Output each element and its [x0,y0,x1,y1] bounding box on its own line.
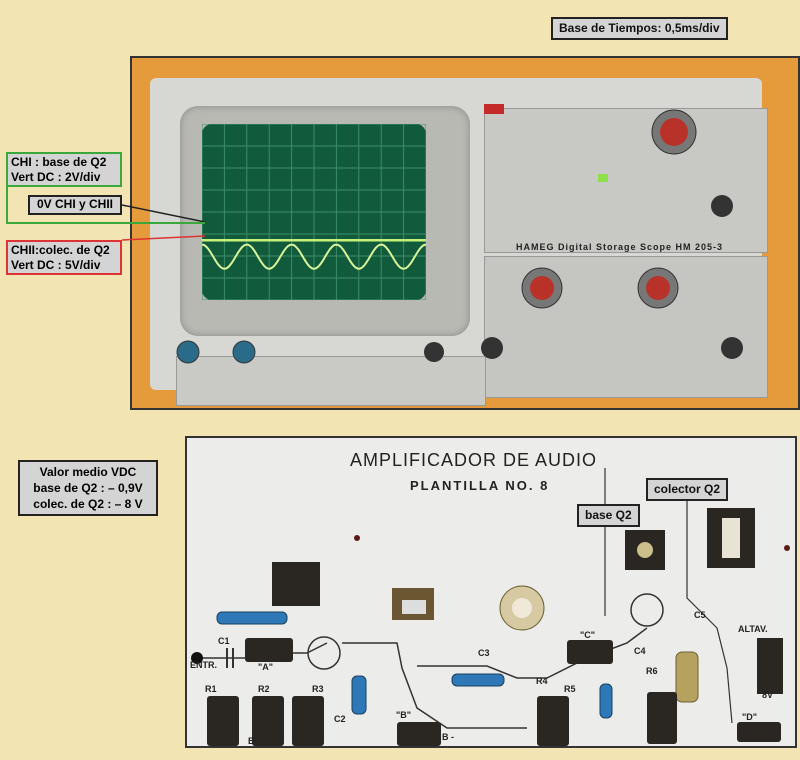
valor-medio-colector: colec. de Q2 : – 8 V [33,497,143,511]
label-ch2-line2: Vert DC : 5V/div [11,258,101,272]
part-8v: 8V [762,690,774,700]
part-r3: R3 [312,684,324,694]
part-c5: C5 [694,610,706,620]
circuit-schematic [191,468,790,729]
scope-knobs [176,104,743,364]
pad-r5 [537,696,569,746]
part-pad-a: "A" [258,662,274,672]
label-ch2: CHII:colec. de Q2 Vert DC : 5V/div [6,240,122,275]
part-entr: ENTR. [190,660,217,670]
label-ch1-line1: CHI : base de Q2 [11,155,107,169]
pad-c [567,640,613,664]
crt-screen [202,124,426,300]
part-pad-d: "D" [742,712,758,722]
part-b-minus-2: B - [442,732,454,742]
scope-brand: HAMEG Digital Storage Scope HM 205-3 [516,242,724,252]
oscilloscope-photo: HAMEG Digital Storage Scope HM 205-3 [130,56,800,410]
callout-base-q2: base Q2 [577,504,640,527]
part-c1: C1 [218,636,230,646]
part-c2: C2 [334,714,346,724]
part-pad-b: "B" [396,710,412,720]
part-c4: C4 [634,646,646,656]
graticule [202,124,426,300]
label-valor-medio: Valor medio VDC base de Q2 : – 0,9V cole… [18,460,158,516]
part-b-minus-1: B - [248,736,260,746]
board-title: AMPLIFICADOR DE AUDIO [350,450,598,470]
part-pad-c: "C" [580,630,596,640]
part-r5: R5 [564,684,576,694]
callout-colector-q2: colector Q2 [646,478,729,501]
pad-r1 [207,696,239,746]
valor-medio-base: base de Q2 : – 0,9V [33,481,143,495]
control-panel-bottom [484,256,768,398]
callout-line-ch1-h [6,222,136,224]
pad-a [245,638,293,662]
label-zero: 0V CHI y CHII [28,195,122,215]
valor-medio-title: Valor medio VDC [39,465,137,479]
pad-r3 [292,696,324,746]
label-ch2-line1: CHII:colec. de Q2 [11,243,110,257]
part-r6: R6 [646,666,658,676]
pad-r2 [252,696,284,746]
label-ch1-line2: Vert DC : 2V/div [11,170,101,184]
part-altav: ALTAV. [738,624,768,634]
callout-line-ch1 [6,187,8,223]
part-r1: R1 [205,684,217,694]
trace-ch2 [202,243,426,270]
control-panel-top [484,108,768,253]
timebase-label: Base de Tiempos: 0,5ms/div [551,17,728,40]
board-subtitle: PLANTILLA NO. 8 [410,478,550,493]
pad-d [737,722,781,742]
pad-r6 [647,692,677,744]
pad-b [397,722,441,746]
label-ch1: CHI : base de Q2 Vert DC : 2V/div [6,152,122,187]
part-r4: R4 [536,676,548,686]
control-strip [176,356,486,406]
part-c3: C3 [478,648,490,658]
part-r2: R2 [258,684,270,694]
